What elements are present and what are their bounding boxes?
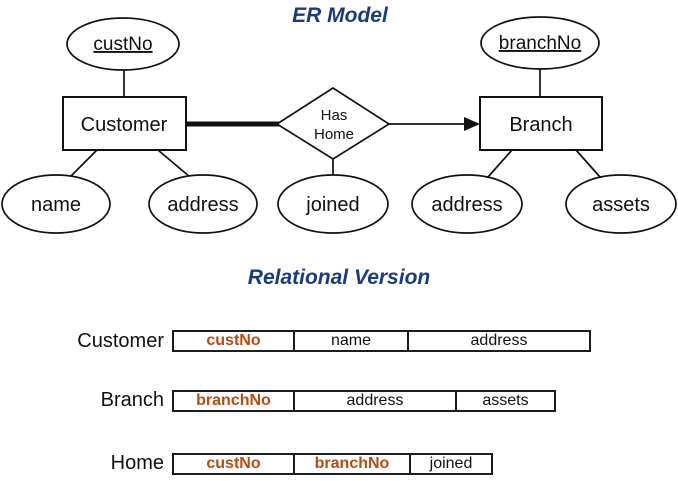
column-branchno: branchNo xyxy=(174,391,295,410)
branch-relation-table: branchNo address assets xyxy=(172,389,556,412)
line-branch-assets xyxy=(575,149,601,178)
line-branch-address xyxy=(487,149,513,178)
column-joined: joined xyxy=(411,454,491,473)
customer-relation-table: custNo name address xyxy=(172,330,591,352)
table-name-home: Home xyxy=(110,452,164,474)
customer-address-ellipse xyxy=(148,174,258,234)
branchno-ellipse xyxy=(480,16,600,70)
branch-address-label: address xyxy=(431,194,502,216)
line-customer-name xyxy=(69,149,98,178)
table-name-customer: Customer xyxy=(77,329,164,352)
column-address: address xyxy=(295,391,457,410)
customer-entity-box xyxy=(62,96,187,151)
column-address: address xyxy=(409,332,589,350)
column-branchno: branchNo xyxy=(295,454,411,473)
er-model-title: ER Model xyxy=(292,4,389,27)
branchno-label: branchNo xyxy=(499,33,581,54)
custno-ellipse xyxy=(66,17,180,71)
assets-ellipse xyxy=(565,174,677,234)
column-custno: custNo xyxy=(174,332,295,350)
er-model-diagram: ER Model custNo branchNo Customer Branch… xyxy=(1,4,677,234)
home-relation-table: custNo branchNo joined xyxy=(172,452,493,475)
name-ellipse xyxy=(1,174,111,234)
has-home-label-line1: Has xyxy=(321,107,348,124)
branch-entity-label: Branch xyxy=(509,114,572,136)
table-name-branch: Branch xyxy=(100,389,164,411)
relational-table-row-branch: Branch branchNo address assets xyxy=(0,387,556,414)
name-label: name xyxy=(31,194,81,216)
has-home-diamond xyxy=(275,86,391,161)
has-home-label-line2: Home xyxy=(314,126,354,143)
relational-table-row-home: Home custNo branchNo joined xyxy=(0,450,493,477)
assets-label: assets xyxy=(592,194,650,216)
branch-address-ellipse xyxy=(411,174,523,234)
custno-label: custNo xyxy=(93,34,152,55)
relational-version-title: Relational Version xyxy=(247,266,431,289)
column-custno: custNo xyxy=(174,454,295,473)
joined-ellipse xyxy=(277,174,389,234)
joined-label: joined xyxy=(305,194,359,216)
column-name: name xyxy=(295,332,409,350)
relational-table-row-customer: Customer custNo name address xyxy=(0,327,591,355)
column-assets: assets xyxy=(457,391,554,410)
branch-entity-box xyxy=(479,96,603,151)
line-customer-address xyxy=(157,149,191,178)
customer-entity-label: Customer xyxy=(81,114,168,136)
arrowhead-to-branch xyxy=(464,117,480,131)
customer-address-label: address xyxy=(167,194,238,216)
